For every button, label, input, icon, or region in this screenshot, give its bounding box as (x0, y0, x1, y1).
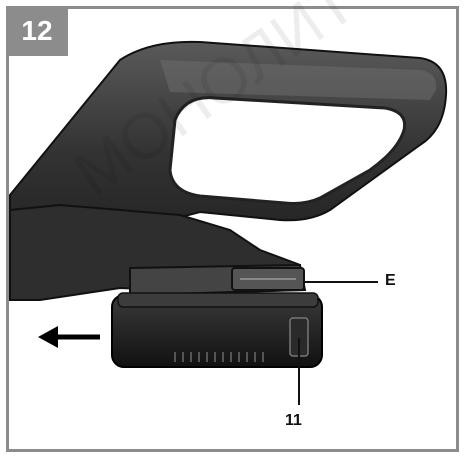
battery-top (117, 292, 319, 308)
figure-frame (6, 6, 459, 452)
grip-ridge (160, 60, 437, 100)
arrow-left-icon (38, 326, 100, 348)
step-number-badge: 12 (6, 6, 68, 56)
handle-opening (168, 96, 407, 205)
battery-ribs (174, 352, 264, 362)
callout-label-e: E (385, 272, 396, 289)
callout-label-11: 11 (285, 412, 302, 429)
